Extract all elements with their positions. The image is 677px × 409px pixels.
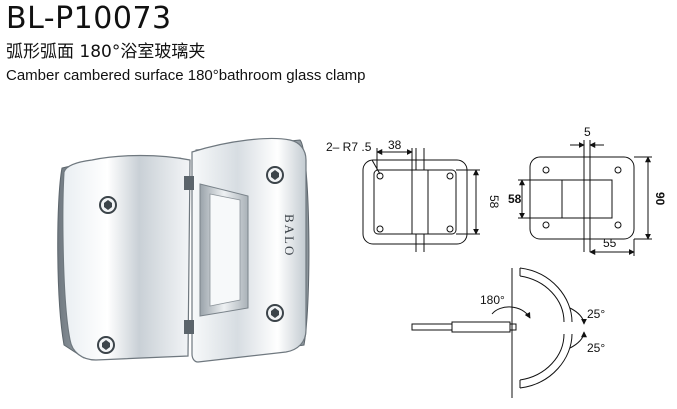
overall-height-dimension-label: 90 — [653, 192, 667, 206]
side-height-dimension-label: 58 — [508, 192, 522, 206]
front-view-drawing — [362, 148, 480, 252]
product-name-english: Camber cambered surface 180°bathroom gla… — [6, 67, 366, 84]
screw-icon — [266, 304, 284, 322]
open-angle-label: 180° — [480, 293, 505, 307]
width-dimension-label: 38 — [388, 138, 402, 152]
product-name-chinese: 弧形弧面 180°浴室玻璃夹 — [6, 42, 206, 62]
lower-tilt-angle-label: 25° — [587, 341, 605, 355]
rotation-diagram — [411, 267, 587, 398]
side-view-drawing — [518, 140, 652, 256]
product-model: BL-P10073 — [6, 1, 172, 36]
upper-tilt-angle-label: 25° — [587, 307, 605, 321]
brand-engraving: BALO — [282, 214, 297, 257]
screw-icon — [97, 336, 115, 354]
screw-icon — [99, 196, 117, 214]
hinge-product-photo: BALO — [57, 137, 310, 363]
height-dimension-label: 58 — [487, 195, 501, 209]
radius-dimension-label: 2– R7 .5 — [326, 140, 372, 154]
gap-dimension-label: 5 — [584, 125, 591, 139]
overall-width-dimension-label: 55 — [603, 236, 617, 250]
screw-icon — [266, 166, 284, 184]
